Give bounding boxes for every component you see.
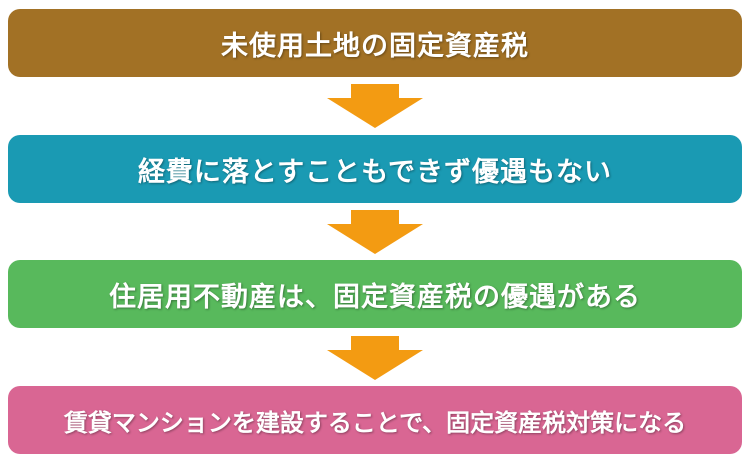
flow-step-unused-land-tax: 未使用土地の固定資産税 — [8, 9, 742, 77]
flow-step-residential-preference: 住居用不動産は、固定資産税の優遇がある — [8, 260, 742, 328]
flow-step-no-deduction: 経費に落とすこともできず優遇もない — [8, 135, 742, 203]
flow-step-label: 賃貸マンションを建設することで、固定資産税対策になる — [63, 408, 687, 437]
flow-step-label: 住居用不動産は、固定資産税の優遇がある — [109, 281, 641, 313]
flow-step-label: 未使用土地の固定資産税 — [221, 30, 529, 62]
flow-step-label: 経費に落とすこともできず優遇もない — [137, 156, 613, 188]
flow-step-rental-mansion-strategy: 賃貸マンションを建設することで、固定資産税対策になる — [8, 386, 742, 454]
down-arrow-icon — [327, 84, 423, 128]
down-arrow-icon — [327, 210, 423, 254]
down-arrow-icon — [327, 336, 423, 380]
